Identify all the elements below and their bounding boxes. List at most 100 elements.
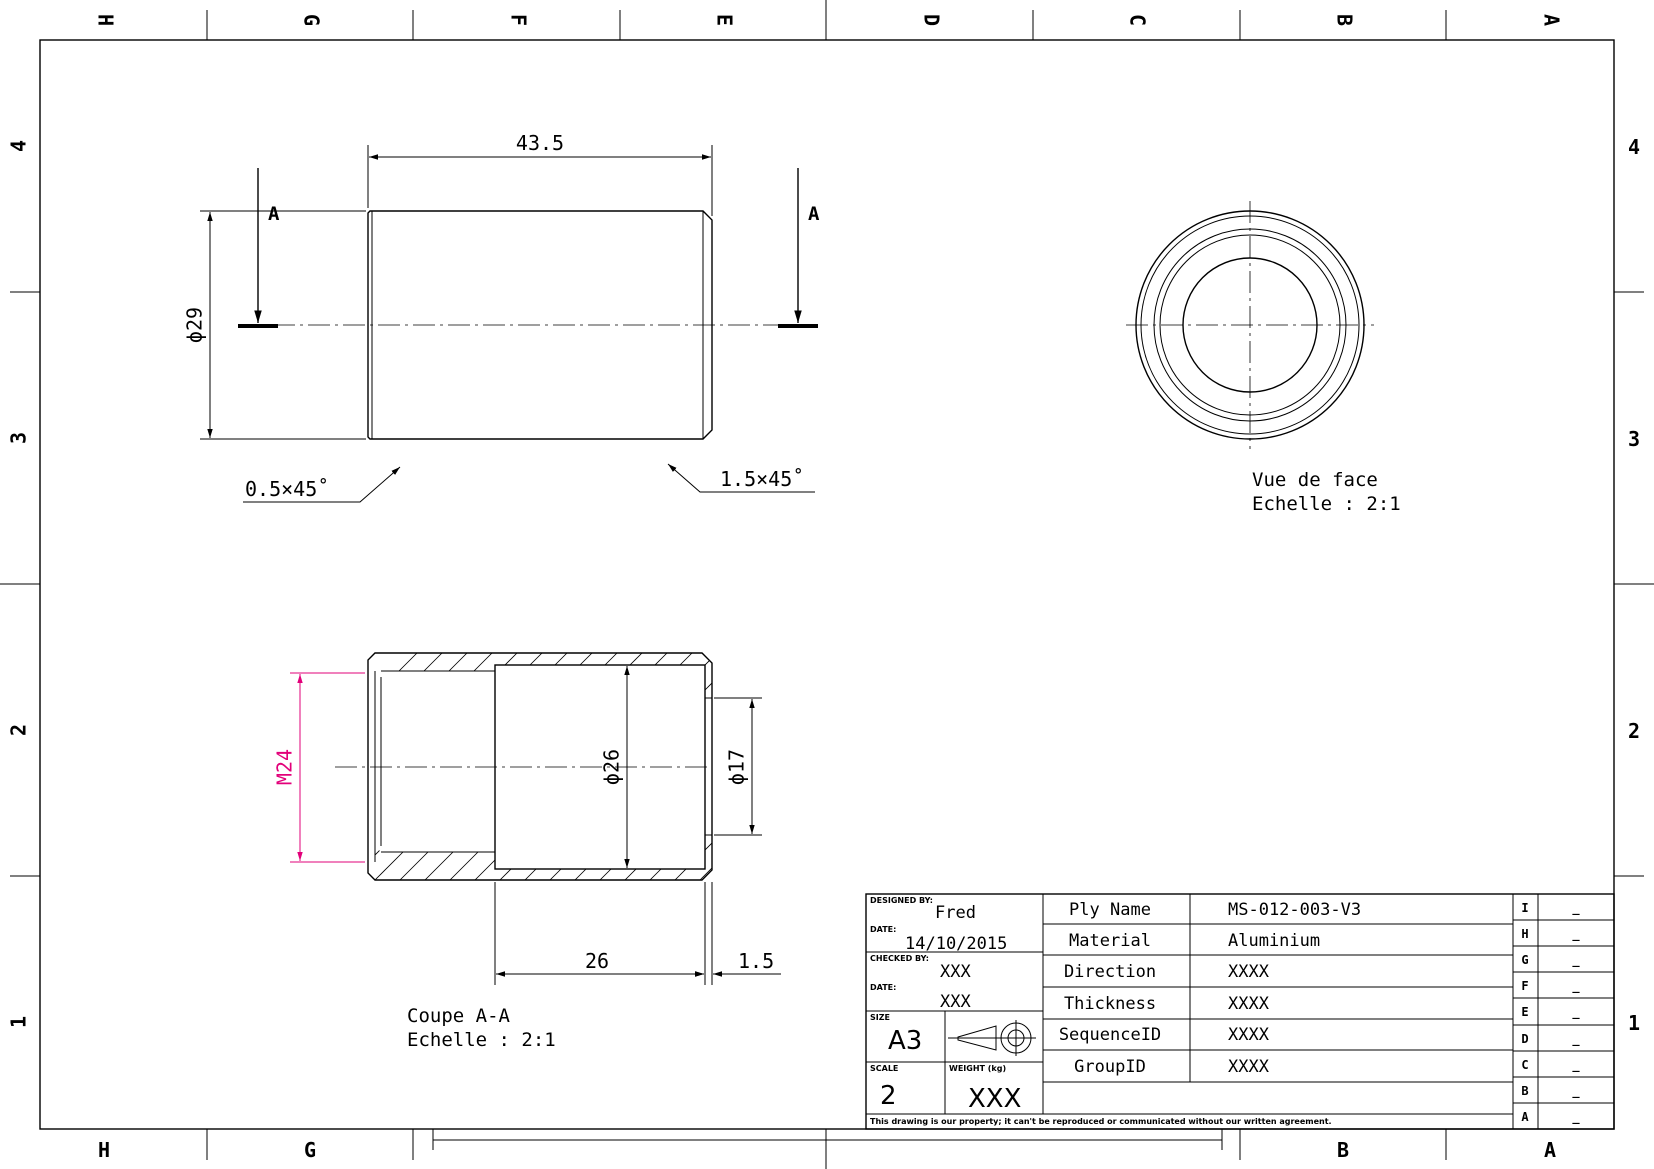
revision-value: _ xyxy=(1572,1005,1580,1020)
section-title: Coupe A-A xyxy=(407,1005,511,1027)
revision-letter: G xyxy=(1521,953,1528,967)
revision-value: _ xyxy=(1572,953,1580,968)
dim-hole: ϕ17 xyxy=(725,749,749,785)
zone-letter: C xyxy=(1126,14,1150,26)
scale-value: 2 xyxy=(880,1081,897,1111)
zone-letter: A xyxy=(1544,1138,1556,1162)
info-label: GroupID xyxy=(1074,1057,1146,1077)
dim-chamfer-right: 1.5×45˚ xyxy=(720,467,804,491)
zone-number: 4 xyxy=(7,140,31,152)
revision-value: _ xyxy=(1572,1084,1580,1099)
zone-letter: B xyxy=(1333,14,1357,26)
info-row: Ply Name MS-012-003-V3 xyxy=(1069,900,1361,920)
hatch-top xyxy=(375,653,712,698)
info-value: XXXX xyxy=(1228,1057,1270,1077)
checked-date-label: DATE: xyxy=(870,983,896,992)
zone-numbers-right: 4 3 2 1 xyxy=(1628,135,1640,1035)
section-mark-left: A xyxy=(268,203,280,225)
revision-letter: D xyxy=(1521,1032,1528,1046)
zone-number: 1 xyxy=(7,1016,31,1028)
info-value: XXXX xyxy=(1228,962,1270,982)
date-value: 14/10/2015 xyxy=(905,934,1007,954)
zone-letter: H xyxy=(94,14,118,26)
dim-chamfer-left: 0.5×45˚ xyxy=(245,477,329,501)
revision-value: _ xyxy=(1572,979,1580,994)
dim-lip: 1.5 xyxy=(738,949,774,973)
zone-letter: H xyxy=(98,1138,110,1162)
title-block: DESIGNED BY: Fred DATE: 14/10/2015 CHECK… xyxy=(865,893,1615,1130)
front-view-scale: Echelle : 2:1 xyxy=(1252,493,1401,515)
dim-thread: M24 xyxy=(273,749,297,785)
checked-date-value: XXX xyxy=(940,992,971,1012)
footer-disclaimer: This drawing is our property; it can't b… xyxy=(870,1117,1332,1126)
info-value: MS-012-003-V3 xyxy=(1228,900,1361,920)
section-outline xyxy=(367,652,713,881)
dim-length: 43.5 xyxy=(516,131,564,155)
revision-value: _ xyxy=(1572,1110,1580,1125)
info-label: Ply Name xyxy=(1069,900,1151,920)
projection-symbol-icon xyxy=(948,1020,1036,1056)
info-value: Aluminium xyxy=(1228,931,1320,951)
weight-value: XXX xyxy=(968,1084,1021,1114)
revision-value: _ xyxy=(1572,927,1580,942)
size-label: SIZE xyxy=(870,1013,890,1022)
revision-letter: I xyxy=(1521,901,1528,915)
zone-number: 3 xyxy=(1628,427,1640,451)
revision-letter: B xyxy=(1521,1084,1528,1098)
dim-bore-depth: 26 xyxy=(585,949,609,973)
section-view: M24 ϕ26 ϕ17 26 1.5 Coupe A-A Echelle : 2… xyxy=(273,652,781,1051)
zone-number: 3 xyxy=(7,432,31,444)
weight-label: WEIGHT (kg) xyxy=(949,1064,1006,1073)
size-value: A3 xyxy=(888,1026,922,1056)
zone-letter: G xyxy=(304,1138,316,1162)
zone-letter: D xyxy=(920,14,944,26)
checked-by-label: CHECKED BY: xyxy=(870,954,929,963)
info-row: SequenceID XXXX xyxy=(1059,1025,1270,1045)
zone-letter: G xyxy=(300,14,324,26)
revision-value: _ xyxy=(1572,1058,1580,1073)
info-label: Thickness xyxy=(1064,994,1156,1014)
revision-letter: F xyxy=(1521,979,1528,993)
revision-letter: E xyxy=(1521,1005,1528,1019)
zone-number: 2 xyxy=(1628,719,1640,743)
designed-by-label: DESIGNED BY: xyxy=(870,896,933,905)
zone-letters-top: H G F E D C B A xyxy=(94,14,1564,26)
zone-numbers-left: 4 3 2 1 xyxy=(7,140,31,1028)
info-row: GroupID XXXX xyxy=(1074,1057,1270,1077)
side-view: A A 43.5 ϕ29 0.5×45˚ 1.5×45˚ xyxy=(183,131,820,503)
checked-by-value: XXX xyxy=(940,962,971,982)
date-label: DATE: xyxy=(870,925,896,934)
section-scale: Echelle : 2:1 xyxy=(407,1029,556,1051)
section-mark-right: A xyxy=(808,203,820,225)
zone-letter: B xyxy=(1337,1138,1349,1162)
scale-ruler xyxy=(432,1129,1223,1150)
info-value: XXXX xyxy=(1228,1025,1270,1045)
info-value: XXXX xyxy=(1228,994,1270,1014)
info-row: Direction XXXX xyxy=(1064,962,1270,982)
zone-letter: F xyxy=(507,14,531,26)
info-label: Material xyxy=(1069,931,1151,951)
revision-letter: C xyxy=(1521,1058,1528,1072)
zone-letters-bottom: H G B A xyxy=(98,1138,1556,1162)
info-label: Direction xyxy=(1064,962,1156,982)
zone-letter: A xyxy=(1540,14,1564,26)
zone-letter: E xyxy=(713,14,737,26)
revision-letter: A xyxy=(1521,1110,1529,1124)
front-view: Vue de face Echelle : 2:1 xyxy=(1126,201,1401,515)
revision-table: I _ H _ G _ F _ E _ D _ C _ B _ A _ xyxy=(1521,901,1580,1125)
info-row: Thickness XXXX xyxy=(1064,994,1270,1014)
dim-diameter: ϕ29 xyxy=(183,307,207,343)
zone-number: 1 xyxy=(1628,1011,1640,1035)
revision-letter: H xyxy=(1521,927,1528,941)
front-view-title: Vue de face xyxy=(1252,469,1378,491)
zone-number: 4 xyxy=(1628,135,1640,159)
designed-by-value: Fred xyxy=(935,903,976,923)
hatch-bottom xyxy=(375,835,712,880)
scale-label: SCALE xyxy=(870,1064,898,1073)
zone-number: 2 xyxy=(7,724,31,736)
info-row: Material Aluminium xyxy=(1069,931,1320,951)
info-label: SequenceID xyxy=(1059,1025,1161,1045)
dim-bore: ϕ26 xyxy=(600,749,624,785)
